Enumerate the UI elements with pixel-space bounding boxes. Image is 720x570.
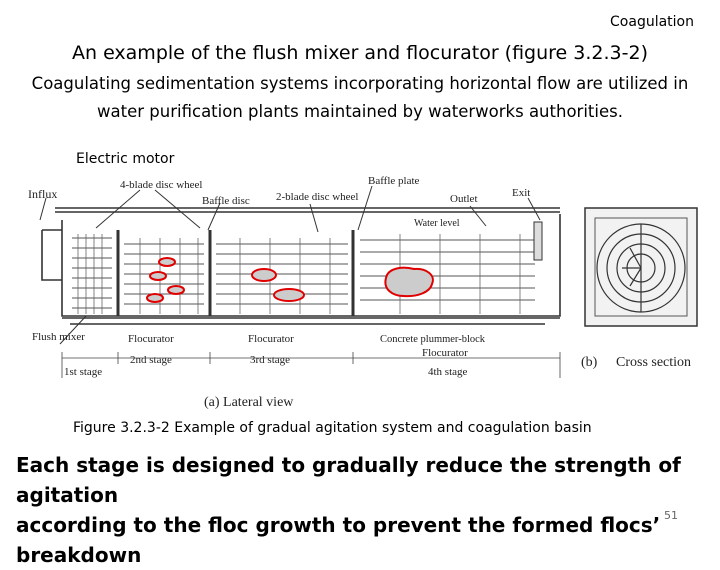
label-stage-1: 1st stage [64, 366, 102, 378]
slide-title: An example of the flush mixer and flocur… [71, 42, 648, 64]
stage-dimension-lines [61, 352, 561, 378]
leader-lines [39, 185, 541, 345]
floc-blob [146, 293, 164, 303]
flocculation-diagram: Influx 4-blade disc wheel Baffle disc 2-… [28, 175, 698, 410]
label-exit: Exit [512, 187, 530, 199]
label-flocurator-3: Flocurator [248, 333, 294, 345]
baffle-walls [116, 230, 355, 316]
intro-line-2: water purification plants maintained by … [97, 102, 623, 121]
conclusion-line-2: according to the floc growth to prevent … [16, 513, 661, 567]
label-b: (b) [581, 355, 598, 370]
floc-blob [384, 266, 434, 298]
label-stage-3: 3rd stage [250, 354, 290, 366]
label-stage-2: 2nd stage [130, 354, 172, 366]
conclusion-text: Each stage is designed to gradually redu… [16, 450, 716, 570]
floc-blob [251, 268, 277, 282]
basin-outline [41, 207, 561, 325]
label-water-level: Water level [414, 218, 460, 229]
intro-text: Coagulating sedimentation systems incorp… [20, 70, 700, 126]
floc-blob [158, 257, 176, 267]
intro-line-1: Coagulating sedimentation systems incorp… [31, 74, 689, 93]
label-baffle-disc: Baffle disc [202, 195, 250, 207]
label-flush-mixer: Flush mixer [32, 331, 85, 343]
label-flocurator-4: Flocurator [422, 347, 468, 359]
label-4-blade-disc-wheel: 4-blade disc wheel [120, 179, 202, 191]
stage-lines [72, 237, 535, 309]
floc-blob [149, 271, 167, 281]
floc-blob [273, 288, 305, 302]
outlet-pipe [533, 221, 543, 261]
label-stage-4: 4th stage [428, 366, 468, 378]
electric-motor-label: Electric motor [76, 151, 175, 167]
label-influx: Influx [28, 187, 57, 201]
floc-blobs [146, 257, 434, 303]
label-baffle-plate: Baffle plate [368, 175, 420, 187]
conclusion-line-1: Each stage is designed to gradually redu… [16, 453, 681, 507]
section-label: Coagulation [610, 14, 694, 30]
label-2-blade-disc-wheel: 2-blade disc wheel [276, 191, 358, 203]
cross-section-view [584, 207, 698, 327]
label-outlet: Outlet [450, 193, 478, 205]
figure-caption: Figure 3.2.3-2 Example of gradual agitat… [73, 420, 592, 436]
page-number: 51 [664, 509, 678, 522]
label-flocurator-2: Flocurator [128, 333, 174, 345]
label-lateral-view: (a) Lateral view [204, 395, 294, 410]
label-cross-section: Cross section [616, 355, 691, 370]
disc-ribs [77, 234, 521, 314]
label-concrete-plummer-block: Concrete plummer-block [380, 334, 486, 345]
floc-blob [167, 285, 185, 295]
